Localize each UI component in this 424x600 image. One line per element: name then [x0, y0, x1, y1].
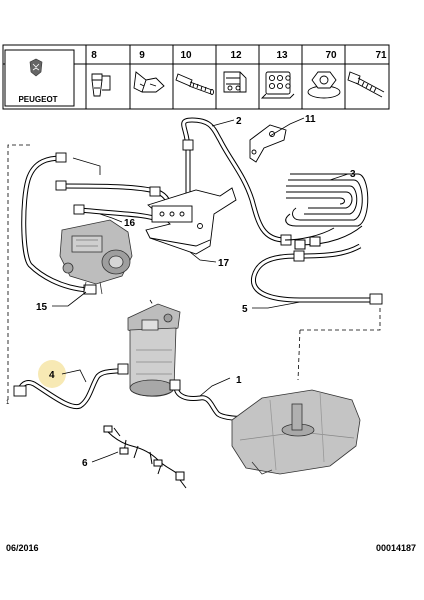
- peugeot-logo: PEUGEOT: [4, 49, 75, 107]
- peugeot-wordmark: PEUGEOT: [18, 95, 57, 104]
- footer-reference: 00014187: [375, 543, 416, 553]
- strip-number-8: 8: [91, 50, 97, 61]
- clip-part-8-icon: [91, 73, 111, 97]
- bolt-part-71-icon: [347, 71, 385, 98]
- callout-15: 15: [36, 302, 48, 313]
- callout-2: 2: [236, 116, 242, 127]
- bolt-part-10-icon: [175, 73, 214, 95]
- footer-date: 06/2016: [6, 543, 39, 553]
- callout-16: 16: [124, 218, 136, 229]
- strip-number-70: 70: [325, 50, 337, 61]
- callout-5: 5: [242, 304, 248, 315]
- bracket-17: [145, 187, 237, 255]
- bracket-11: [249, 124, 287, 163]
- fuel-pipe-5: [250, 243, 383, 305]
- connector-part-12-icon: [223, 71, 247, 93]
- clip-part-9-icon: [133, 71, 165, 93]
- injection-pump: [59, 219, 133, 295]
- callout-4: 4: [49, 370, 55, 381]
- nut-part-70-icon: [307, 71, 341, 99]
- callout-17: 17: [218, 258, 230, 269]
- fuel-pipe-4: [13, 363, 129, 410]
- wiring-harness-6: [103, 425, 187, 489]
- callout-4-highlight: [38, 360, 66, 388]
- callout-11: 11: [305, 114, 316, 125]
- corner-marker: 1: [6, 400, 10, 406]
- leader-lines: [52, 117, 349, 463]
- strip-number-12: 12: [230, 50, 242, 61]
- fuel-filter: [127, 303, 181, 397]
- callout-3: 3: [350, 169, 356, 180]
- clamp-part-13-icon: [260, 71, 295, 99]
- callout-1: 1: [236, 375, 242, 386]
- callout-6: 6: [82, 458, 88, 469]
- fuel-pipe-3-coil: [284, 173, 369, 250]
- fuel-pipe-15: [21, 152, 97, 295]
- fuel-tank: [231, 389, 361, 475]
- strip-number-10: 10: [180, 50, 192, 61]
- strip-number-13: 13: [276, 50, 288, 61]
- strip-number-9: 9: [139, 50, 145, 61]
- strip-number-71: 71: [375, 50, 387, 61]
